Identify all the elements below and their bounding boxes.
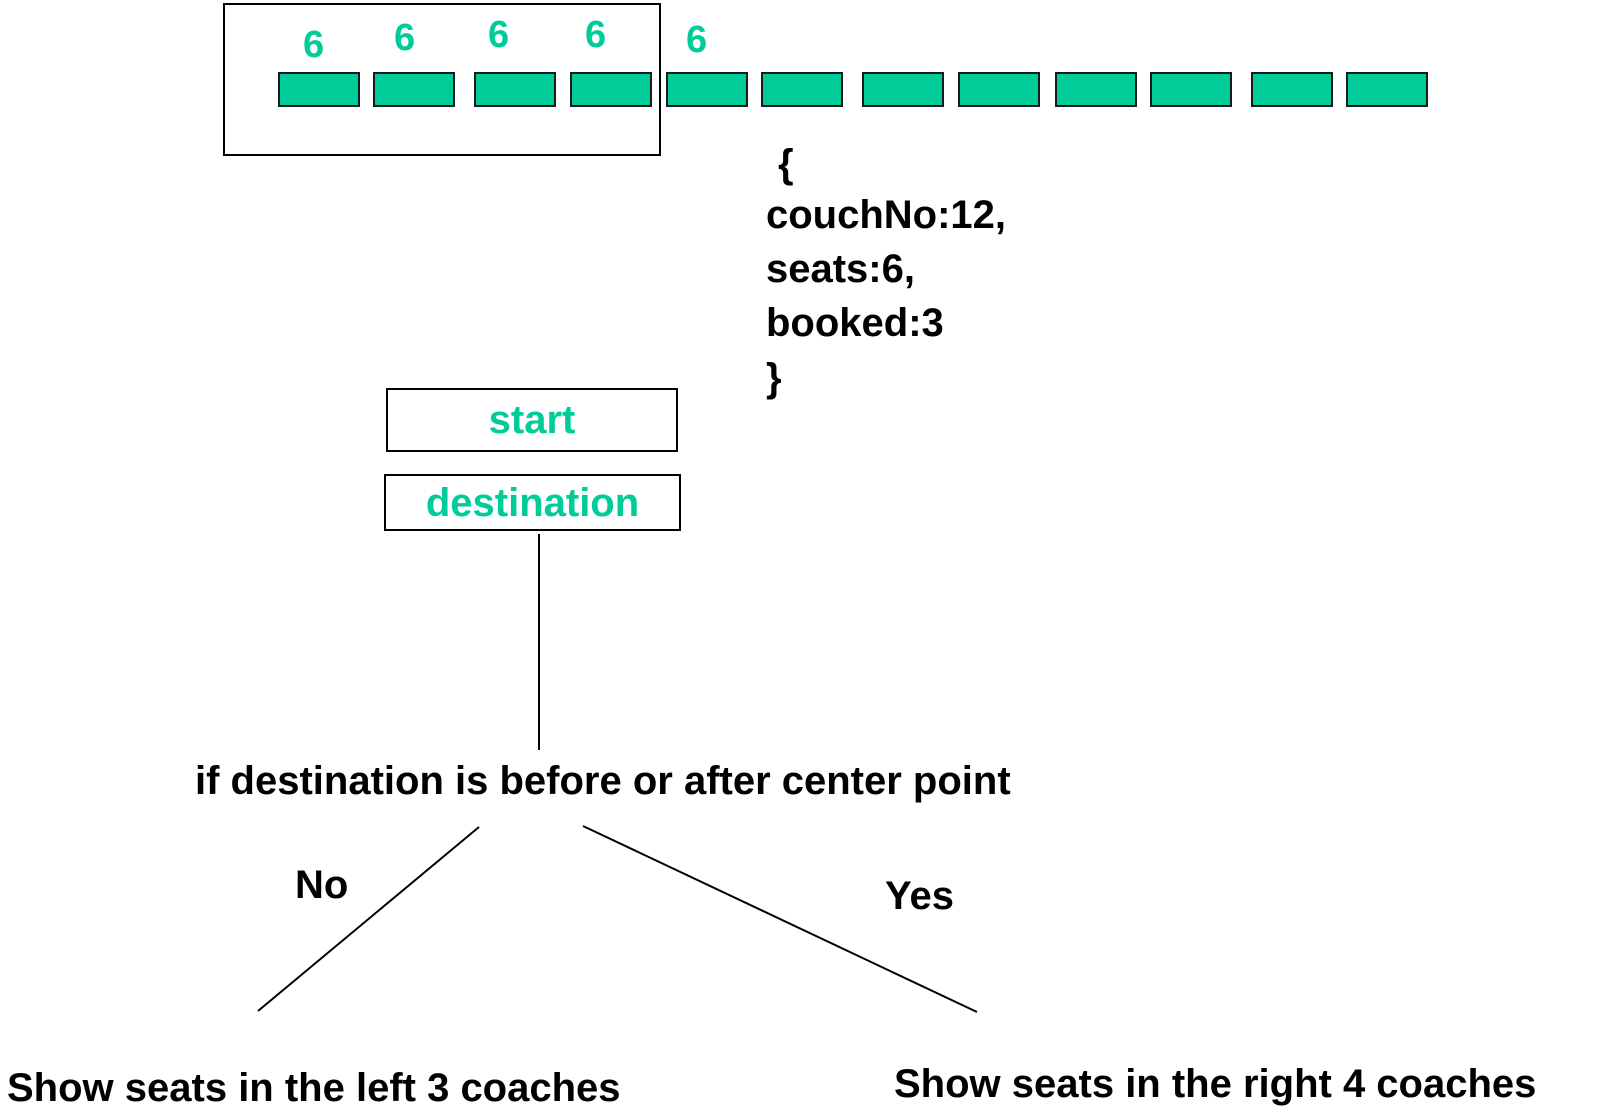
- yes-result-text: Show seats in the right 4 coaches: [894, 1062, 1537, 1106]
- seat-count-label: 6: [394, 17, 416, 59]
- coach-object-line: seats:6,: [766, 247, 915, 291]
- selected-coaches-frame: [223, 3, 661, 156]
- coach-6: [761, 72, 843, 107]
- start-field: start: [386, 388, 678, 452]
- coach-11: [1251, 72, 1333, 107]
- no-result-text: Show seats in the left 3 coaches: [7, 1066, 621, 1110]
- coach-7: [862, 72, 944, 107]
- coach-object-line: booked:3: [766, 301, 944, 345]
- coach-object-close-brace: }: [766, 356, 782, 400]
- coach-4: [570, 72, 652, 107]
- coach-9: [1055, 72, 1137, 107]
- coach-8: [958, 72, 1040, 107]
- no-branch-label: No: [295, 863, 349, 907]
- seat-count-label: 6: [585, 14, 607, 56]
- yes-branch-label: Yes: [885, 874, 954, 918]
- start-field-label: start: [488, 398, 576, 442]
- coach-12: [1346, 72, 1428, 107]
- seat-count-label: 6: [488, 14, 510, 56]
- coach-2: [373, 72, 455, 107]
- destination-field: destination: [384, 474, 681, 531]
- destination-field-label: destination: [425, 480, 640, 525]
- coach-3: [474, 72, 556, 107]
- coach-object-open-brace: {: [778, 142, 794, 186]
- no-branch-line: [257, 826, 480, 1012]
- coach-1: [278, 72, 360, 107]
- decision-question: if destination is before or after center…: [195, 759, 1011, 803]
- yes-branch-line: [582, 825, 978, 1013]
- coach-10: [1150, 72, 1232, 107]
- seat-count-label: 6: [686, 19, 708, 61]
- coach-5: [666, 72, 748, 107]
- coach-object-line: couchNo:12,: [766, 193, 1007, 237]
- seat-count-label: 6: [303, 24, 325, 66]
